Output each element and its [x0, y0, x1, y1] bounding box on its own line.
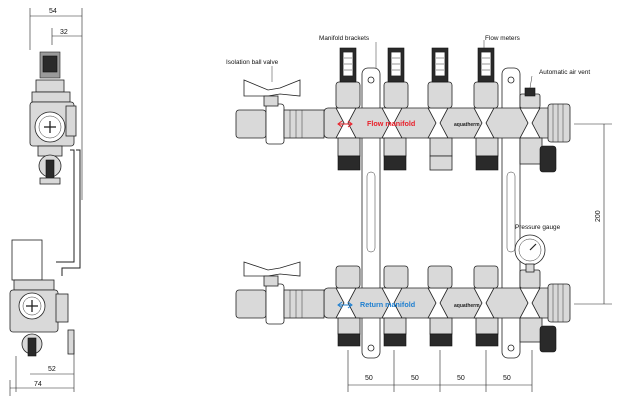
- return-manifold-label: Return manifold: [360, 300, 415, 309]
- dim-spacing-4: 50: [503, 375, 511, 382]
- height-dimension: 200: [574, 123, 612, 305]
- return-valve-caps: [335, 265, 541, 289]
- dim-spacing-3: 50: [457, 375, 465, 382]
- side-drain-valve-top: [45, 159, 55, 179]
- bottom-connectors: [337, 317, 557, 353]
- bracket-right: [501, 67, 521, 359]
- pressure-gauge-label: Pressure gauge: [515, 224, 561, 231]
- bracket-left: [361, 67, 381, 359]
- brand-bottom: aquatherm: [454, 303, 480, 309]
- air-vent: [519, 87, 541, 109]
- side-view: 54 32: [9, 8, 83, 396]
- isolation-ball-valve-bottom: [235, 261, 325, 325]
- dim-side-bottom-inner: 52: [48, 366, 56, 373]
- pressure-gauge: [514, 234, 546, 273]
- dim-side-top-inner: 32: [60, 29, 68, 36]
- dim-side-top-outer: 54: [49, 8, 57, 15]
- isolation-ball-valve-top: [235, 79, 325, 145]
- return-manifold-callout: Return manifold aquatherm: [337, 300, 480, 309]
- front-view: Flow manifold aquatherm Return manifold …: [226, 35, 612, 392]
- manifold-brackets-label: Manifold brackets: [319, 35, 369, 42]
- isolation-ball-valve-label: Isolation ball valve: [226, 59, 279, 66]
- flow-manifold-callout: Flow manifold aquatherm: [337, 119, 480, 128]
- spacing-dimensions: 50 50 50 50: [347, 350, 533, 392]
- dim-side-bottom-outer: 74: [34, 381, 42, 388]
- flow-meters: [335, 47, 499, 109]
- bottom-outlets: [335, 287, 541, 319]
- side-return-actuator: [11, 239, 43, 281]
- flow-meters-label: Flow meters: [485, 35, 520, 42]
- dim-spacing-2: 50: [411, 375, 419, 382]
- automatic-air-vent-label: Automatic air vent: [539, 69, 590, 76]
- dim-spacing-1: 50: [365, 375, 373, 382]
- top-connectors: [337, 137, 557, 173]
- dim-height: 200: [595, 210, 602, 222]
- flow-manifold-label: Flow manifold: [367, 119, 415, 128]
- brand-top: aquatherm: [454, 122, 480, 128]
